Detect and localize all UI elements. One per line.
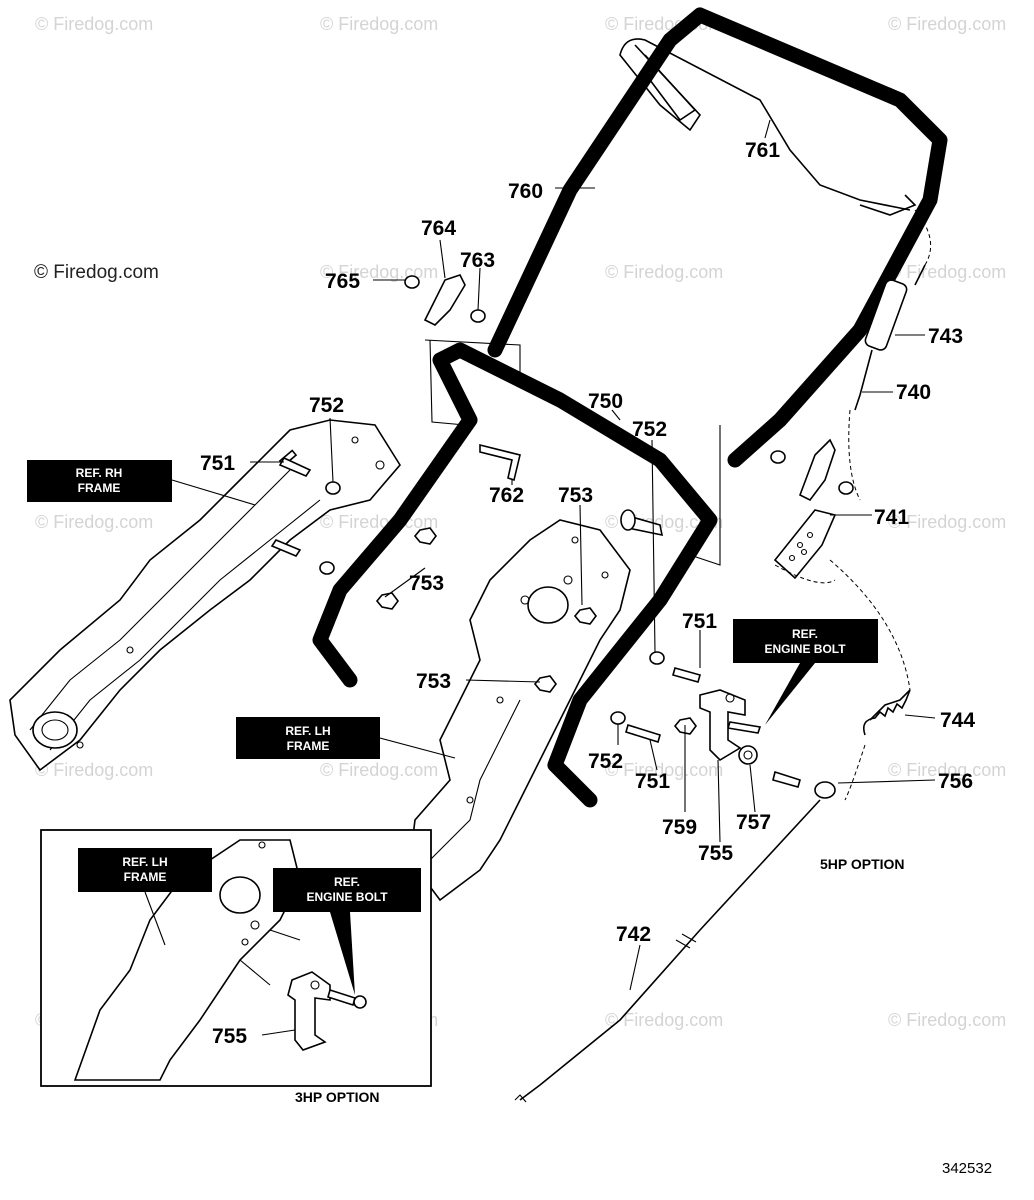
watermark: © Firedog.com bbox=[888, 14, 1006, 34]
callout-753-bottom: 753 bbox=[416, 670, 451, 693]
inset-ref-lh-frame-line1: REF. LH bbox=[122, 855, 167, 869]
ref-lh-frame-box: REF. LH FRAME bbox=[236, 717, 456, 759]
option-5hp-label: 5HP OPTION bbox=[820, 856, 905, 872]
callout-744: 744 bbox=[940, 709, 975, 732]
control-bail bbox=[619, 38, 917, 216]
rh-frame bbox=[9, 419, 401, 772]
ref-rh-frame-line2: FRAME bbox=[78, 481, 121, 495]
ref-lh-frame-line1: REF. LH bbox=[285, 724, 330, 738]
callout-752-mid: 752 bbox=[632, 418, 667, 441]
callout-759: 759 bbox=[662, 816, 697, 839]
ref-rh-frame-line1: REF. RH bbox=[76, 466, 123, 480]
watermark: © Firedog.com bbox=[320, 512, 438, 532]
watermark: © Firedog.com bbox=[320, 760, 438, 780]
ref-rh-frame-box: REF. RH FRAME bbox=[27, 460, 256, 506]
ref-lh-frame-line2: FRAME bbox=[287, 739, 330, 753]
callout-750: 750 bbox=[588, 390, 623, 413]
watermark: © Firedog.com bbox=[320, 14, 438, 34]
callout-756: 756 bbox=[938, 770, 973, 793]
callout-762: 762 bbox=[489, 484, 524, 507]
callout-761: 761 bbox=[745, 139, 780, 162]
watermark: © Firedog.com bbox=[888, 512, 1006, 532]
callout-763: 763 bbox=[460, 249, 495, 272]
watermark: © Firedog.com bbox=[888, 760, 1006, 780]
inset-3hp: REF. LH FRAME REF. ENGINE BOLT bbox=[40, 829, 432, 1087]
lower-handle bbox=[312, 342, 718, 808]
watermark: © Firedog.com bbox=[888, 262, 1006, 282]
leader-lines bbox=[250, 119, 936, 991]
watermark: © Firedog.com bbox=[888, 1010, 1006, 1030]
watermark: © Firedog.com bbox=[605, 1010, 723, 1030]
spring-bracket bbox=[773, 509, 837, 580]
cable-bracket bbox=[699, 689, 746, 762]
diagram-code: 342532 bbox=[942, 1160, 992, 1177]
callout-755-inset: 755 bbox=[212, 1025, 247, 1048]
ref-engine-bolt-line2: ENGINE BOLT bbox=[764, 642, 846, 656]
watermark: © Firedog.com bbox=[605, 760, 723, 780]
inset-ref-lh-frame-line2: FRAME bbox=[124, 870, 167, 884]
callout-751-bottom: 751 bbox=[635, 770, 670, 793]
ref-engine-bolt-box: REF. ENGINE BOLT bbox=[733, 619, 878, 725]
callout-760: 760 bbox=[508, 180, 543, 203]
watermark: © Firedog.com bbox=[605, 262, 723, 282]
upper-handle bbox=[487, 7, 948, 468]
callout-764: 764 bbox=[421, 217, 456, 240]
watermark: © Firedog.com bbox=[35, 512, 153, 532]
watermark-layer: © Firedog.com © Firedog.com © Firedog.co… bbox=[34, 14, 1006, 1030]
bolts bbox=[270, 443, 801, 788]
callout-752-top: 752 bbox=[309, 394, 344, 417]
callout-757: 757 bbox=[736, 811, 771, 834]
callout-755: 755 bbox=[698, 842, 733, 865]
watermark: © Firedog.com bbox=[35, 14, 153, 34]
callout-753-left: 753 bbox=[409, 572, 444, 595]
callout-labels: 761 760 764 763 765 743 740 752 750 752 … bbox=[200, 139, 975, 1048]
callout-765: 765 bbox=[325, 270, 360, 293]
option-3hp-label: 3HP OPTION bbox=[295, 1089, 380, 1105]
handle-knob-left bbox=[404, 274, 521, 426]
callout-742: 742 bbox=[616, 923, 651, 946]
watermark: © Firedog.com bbox=[35, 760, 153, 780]
callout-752-bottom: 752 bbox=[588, 750, 623, 773]
callout-741: 741 bbox=[874, 506, 909, 529]
ref-engine-bolt-line1: REF. bbox=[792, 627, 818, 641]
washers-nuts bbox=[319, 481, 758, 765]
callout-751-right: 751 bbox=[682, 610, 717, 633]
callout-753-top: 753 bbox=[558, 484, 593, 507]
control-cable bbox=[514, 209, 932, 1103]
callout-751-left: 751 bbox=[200, 452, 235, 475]
watermark-main: © Firedog.com bbox=[34, 262, 159, 283]
callout-740: 740 bbox=[896, 381, 931, 404]
inset-ref-engine-bolt-line2: ENGINE BOLT bbox=[306, 890, 388, 904]
handle-knob-right bbox=[689, 425, 854, 566]
inset-ref-engine-bolt-line1: REF. bbox=[334, 875, 360, 889]
callout-743: 743 bbox=[928, 325, 963, 348]
